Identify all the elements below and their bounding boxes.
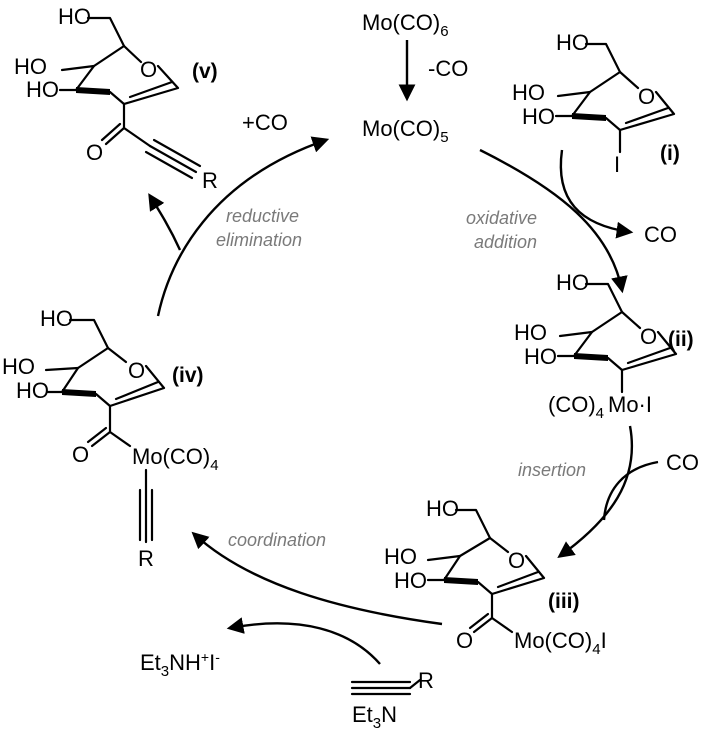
product-release-arrow bbox=[148, 193, 182, 251]
v-ring-oxygen: O bbox=[140, 57, 157, 82]
co-release-arrow bbox=[559, 149, 634, 239]
iv-ho-4: HO bbox=[2, 354, 35, 379]
label-v: (v) bbox=[192, 60, 218, 83]
label-i: (i) bbox=[660, 142, 680, 165]
v-ho-primary: HO bbox=[58, 4, 91, 29]
mo-co5-label: Mo(CO)5 bbox=[362, 116, 449, 146]
iv-ho-3: HO bbox=[16, 378, 49, 403]
iii-carbonyl-o: O bbox=[456, 628, 473, 653]
co-uptake-arrow bbox=[602, 460, 659, 521]
i-ho-primary: HO bbox=[556, 30, 589, 55]
co-insertion-step: CO insertion bbox=[518, 425, 699, 558]
iii-ho-4: HO bbox=[384, 544, 417, 569]
label-iii: (iii) bbox=[548, 590, 580, 613]
v-ho-4: HO bbox=[14, 54, 47, 79]
minus-co-label: -CO bbox=[428, 56, 468, 81]
i-ho-3: HO bbox=[522, 104, 555, 129]
co-out-label: CO bbox=[644, 222, 677, 247]
coordination-step: coordination Et3NH+I- R Et3N bbox=[140, 530, 443, 732]
iii-mo-fragment: Mo(CO)4I bbox=[514, 628, 607, 658]
addition-label: addition bbox=[474, 232, 537, 252]
i-iodine: I bbox=[614, 152, 620, 177]
ii-ho-4: HO bbox=[514, 320, 547, 345]
reductive-elimination-step: +CO reductive elimination bbox=[148, 110, 330, 317]
i-ring-oxygen: O bbox=[638, 84, 655, 109]
iv-mo-fragment: Mo(CO)4 bbox=[132, 444, 219, 474]
label-ii: (ii) bbox=[668, 328, 694, 351]
insertion-arrow bbox=[557, 425, 634, 558]
iv-r-group: R bbox=[138, 546, 154, 571]
coordination-label: coordination bbox=[228, 530, 326, 550]
compound-iv: HO HO HO O O Mo(CO)4 R (iv) bbox=[2, 306, 219, 571]
elimination-label: elimination bbox=[216, 230, 302, 250]
plus-co-label: +CO bbox=[242, 110, 288, 135]
et3nh-i-label: Et3NH+I- bbox=[140, 649, 220, 680]
iii-ho-primary: HO bbox=[426, 496, 459, 521]
cycle-return-arrow bbox=[156, 136, 330, 317]
reductive-label: reductive bbox=[226, 206, 299, 226]
base-release-arrow bbox=[226, 617, 381, 665]
oxidative-addition-step: CO oxidative addition bbox=[466, 148, 677, 294]
compound-iii: HO HO HO O O Mo(CO)4I (iii) bbox=[384, 496, 607, 658]
ii-ho-3: HO bbox=[524, 344, 557, 369]
v-r-group: R bbox=[202, 168, 218, 193]
i-ho-4: HO bbox=[512, 80, 545, 105]
mo-co6-label: Mo(CO)6 bbox=[362, 10, 449, 40]
iii-ring-oxygen: O bbox=[508, 548, 525, 573]
iv-ho-primary: HO bbox=[40, 306, 73, 331]
iv-carbonyl-o: O bbox=[72, 442, 89, 467]
compound-i: HO HO HO O I (i) bbox=[512, 30, 680, 177]
alkyne-r-group: R bbox=[418, 668, 434, 693]
v-ho-3: HO bbox=[26, 77, 59, 102]
compound-v: HO HO HO O O R (v) bbox=[14, 4, 218, 193]
ii-ring-oxygen: O bbox=[640, 324, 657, 349]
label-iv: (iv) bbox=[172, 364, 204, 387]
insertion-label: insertion bbox=[518, 460, 586, 480]
precatalyst-activation: Mo(CO)6 -CO Mo(CO)5 bbox=[362, 10, 468, 146]
iv-ring-oxygen: O bbox=[128, 358, 145, 383]
co-in-label: CO bbox=[666, 450, 699, 475]
v-carbonyl-o: O bbox=[86, 140, 103, 165]
ii-ho-primary: HO bbox=[556, 270, 589, 295]
iii-ho-3: HO bbox=[394, 568, 427, 593]
oxidative-addition-arrow bbox=[479, 148, 628, 294]
coordination-arrow bbox=[191, 531, 443, 626]
oxidative-label: oxidative bbox=[466, 208, 537, 228]
et3n-label: Et3N bbox=[352, 702, 397, 732]
